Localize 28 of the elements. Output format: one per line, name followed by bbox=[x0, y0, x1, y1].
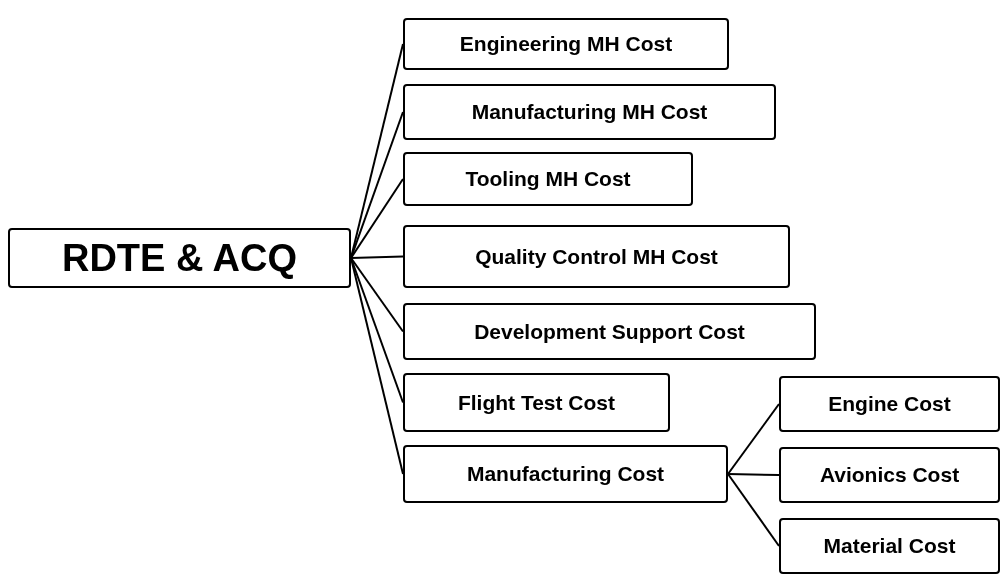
box-label: Engine Cost bbox=[828, 392, 951, 416]
box-label: Manufacturing Cost bbox=[466, 462, 665, 486]
connector-line bbox=[350, 257, 404, 333]
box-label: RDTE & ACQ bbox=[61, 236, 297, 280]
cost-box bbox=[403, 152, 693, 206]
cost-box bbox=[403, 303, 816, 360]
cost-box bbox=[779, 518, 1000, 574]
box-label: Tooling MH Cost bbox=[465, 167, 631, 191]
box-label: Quality Control MH Cost bbox=[475, 244, 718, 269]
root-box bbox=[8, 228, 351, 288]
connector-line bbox=[727, 403, 780, 475]
box-label: Avionics Cost bbox=[819, 463, 960, 487]
box-label: Engineering MH Cost bbox=[459, 32, 673, 56]
cost-box bbox=[403, 18, 729, 70]
connector-line bbox=[727, 473, 780, 476]
cost-box bbox=[403, 225, 790, 288]
cost-box bbox=[779, 376, 1000, 432]
cost-box bbox=[779, 447, 1000, 503]
connector-line bbox=[350, 255, 404, 259]
cost-box bbox=[403, 445, 728, 503]
cost-box bbox=[403, 373, 670, 432]
box-label: Development Support Cost bbox=[474, 319, 745, 344]
cost-box bbox=[403, 84, 776, 140]
box-label: Manufacturing MH Cost bbox=[471, 100, 708, 124]
box-label: Material Cost bbox=[823, 534, 956, 558]
connector-line bbox=[350, 178, 404, 259]
connector-line bbox=[727, 473, 780, 547]
box-label: Flight Test Cost bbox=[457, 390, 616, 415]
